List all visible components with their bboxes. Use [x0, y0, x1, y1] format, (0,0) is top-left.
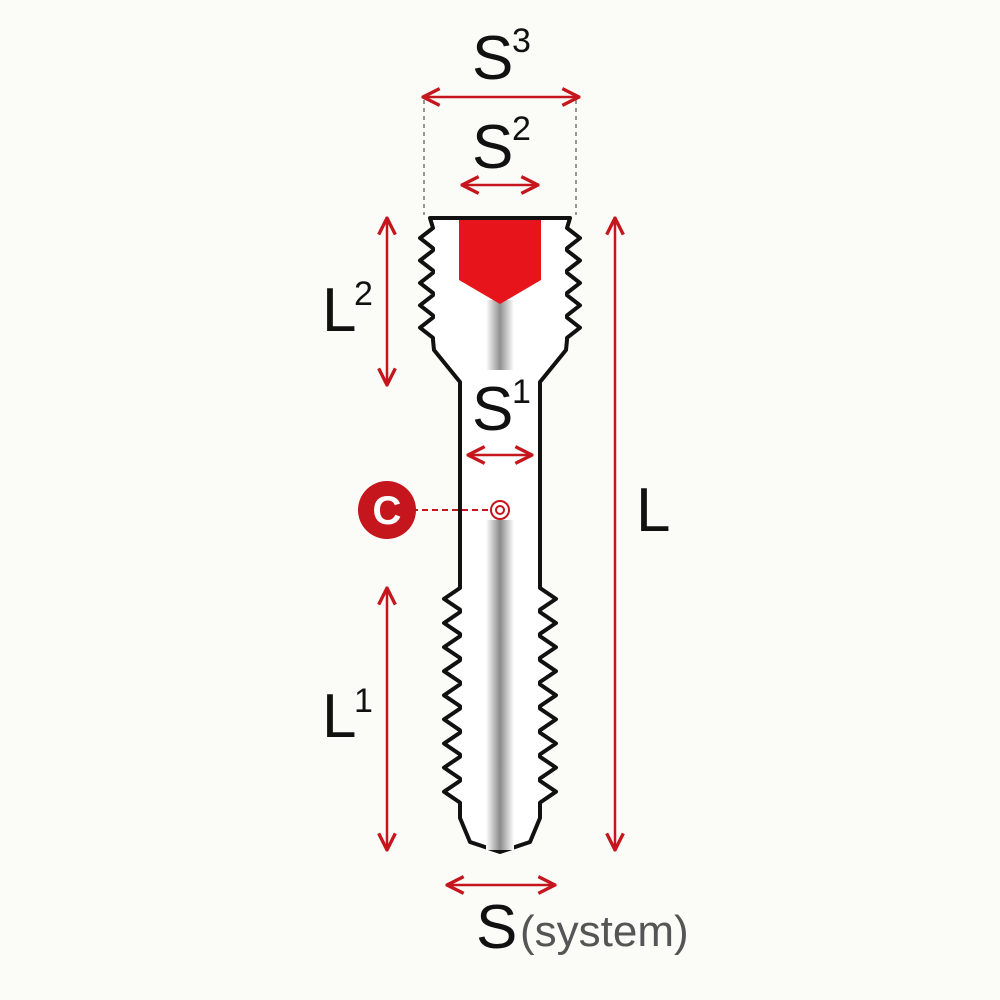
- l-label: L: [636, 476, 670, 545]
- s1-sup: 1: [512, 373, 531, 411]
- l1-label: L: [322, 682, 356, 751]
- c-badge: [358, 481, 416, 539]
- target-icon: [490, 500, 510, 520]
- hex-socket-icon: [459, 220, 541, 304]
- l2-sup: 2: [354, 275, 373, 313]
- s2-label: S: [472, 113, 513, 182]
- s-system-note: (system): [520, 907, 689, 956]
- dimension-l1: L 1: [322, 588, 387, 850]
- s-label: S: [476, 893, 517, 962]
- dimension-l2: L 2: [322, 218, 387, 385]
- s3-label: S: [472, 24, 513, 93]
- s3-sup: 3: [512, 22, 531, 60]
- screw-core-upper: [486, 300, 514, 370]
- dimension-s1: S 1: [468, 373, 532, 455]
- s2-sup: 2: [512, 110, 531, 148]
- l2-label: L: [322, 276, 356, 345]
- s1-label: S: [472, 375, 513, 444]
- dimension-s3: S 3: [423, 22, 579, 215]
- dimension-s-system: S (system): [447, 885, 689, 962]
- dimension-s2: S 2: [462, 110, 538, 185]
- screw-core-lower: [486, 520, 514, 850]
- center-marker: C: [358, 481, 510, 539]
- c-label: C: [373, 489, 402, 533]
- screw-body: [418, 216, 582, 854]
- dimension-l: L: [615, 218, 670, 850]
- l1-sup: 1: [354, 682, 373, 720]
